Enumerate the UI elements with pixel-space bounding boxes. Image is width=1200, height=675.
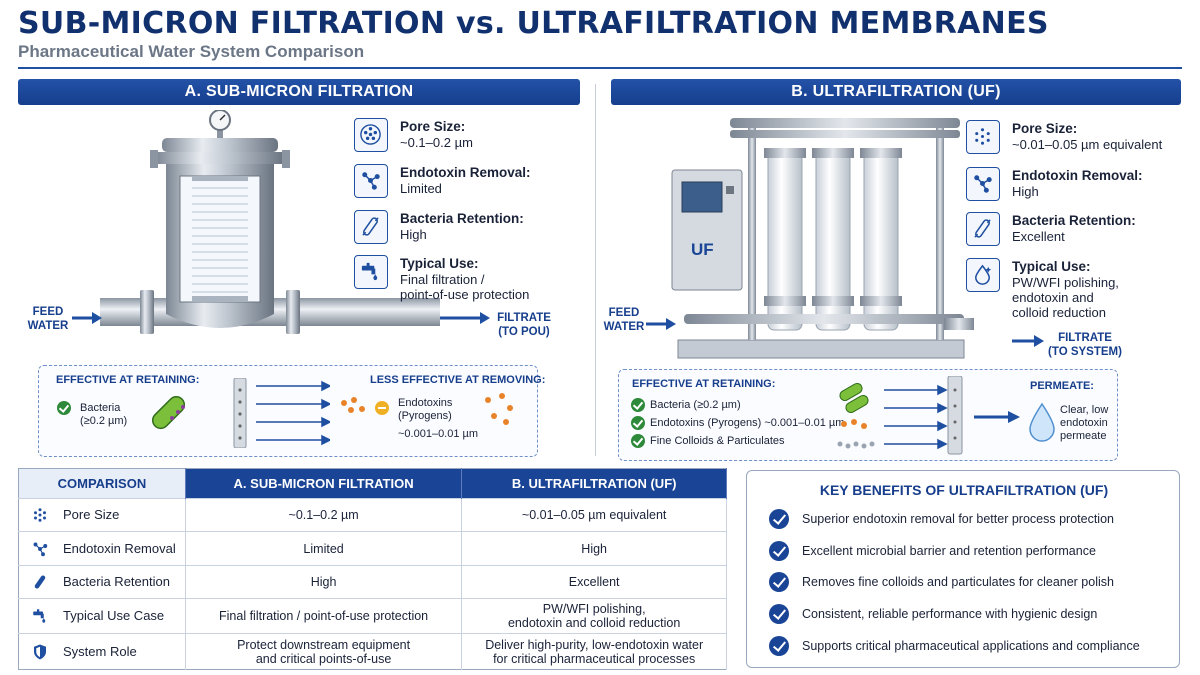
check-icon — [631, 434, 645, 448]
bacteria-icon — [34, 575, 46, 589]
feed-arrow-a — [72, 312, 102, 324]
section-b-heading: B. ULTRAFILTRATION (UF) — [611, 79, 1181, 105]
prop-a-bacteria: Bacteria Retention: High — [354, 210, 584, 250]
less-effective-title-a: LESS EFFECTIVE AT REMOVING: — [370, 374, 546, 386]
bacteria-icon — [354, 210, 388, 244]
table-cell: Protect downstream equipment and critica… — [185, 633, 463, 670]
filtrate-arrow-b — [1012, 335, 1044, 347]
permeate-title: PERMEATE: — [1030, 380, 1094, 392]
filtrate-arrow-a — [440, 312, 490, 324]
permeate-text: Clear, low endotoxin permeate — [1060, 404, 1109, 442]
retain-item-b-3: Fine Colloids & Particulates — [650, 435, 785, 447]
table-row: Typical Use Case Final filtration / poin… — [18, 598, 727, 634]
table-header: COMPARISON — [18, 468, 186, 499]
table-header-row: COMPARISON A. SUB-MICRON FILTRATION B. U… — [18, 468, 727, 499]
check-icon — [631, 416, 645, 430]
molecule-icon — [354, 164, 388, 198]
pore-icon — [34, 508, 46, 522]
row-label: System Role — [18, 633, 186, 670]
shield-icon — [34, 644, 46, 659]
table-cell: Limited — [185, 531, 463, 566]
bacteria-icon — [966, 212, 1000, 246]
check-icon — [769, 572, 789, 592]
table-row: Pore Size ~0.1–0.2 µm ~0.01–0.05 µm equi… — [18, 498, 727, 532]
table-cell: ~0.01–0.05 µm equivalent — [461, 498, 727, 532]
check-icon — [769, 636, 789, 656]
partial-icon — [375, 401, 389, 415]
faucet-icon — [33, 609, 46, 623]
row-label: Bacteria Retention — [18, 565, 186, 599]
comparison-table: COMPARISON A. SUB-MICRON FILTRATION B. U… — [18, 468, 727, 670]
prop-b-bacteria: Bacteria Retention: Excellent — [966, 212, 1181, 252]
retained-contaminants-icon — [837, 383, 875, 449]
title-divider — [18, 67, 1182, 69]
feed-water-label-a: FEED WATER — [27, 306, 69, 332]
prop-b-pore-size: Pore Size: ~0.01–0.05 µm equivalent — [966, 120, 1181, 160]
endotoxin-particles-icon — [341, 397, 365, 413]
bacteria-icon — [151, 396, 186, 430]
uf-badge: UF — [691, 240, 714, 259]
retain-title-b: EFFECTIVE AT RETAINING: — [632, 378, 776, 390]
prop-b-endotoxin: Endotoxin Removal: High — [966, 167, 1181, 207]
molecule-icon — [33, 542, 48, 556]
check-icon — [769, 509, 789, 529]
retain-item-b-2: Endotoxins (Pyrogens) ~0.001–0.01 µm — [650, 417, 845, 429]
row-label: Pore Size — [18, 498, 186, 532]
droplet-icon — [966, 258, 1000, 292]
feed-water-label-b: FEED WATER — [603, 307, 645, 333]
uf-skid-illustration — [671, 118, 974, 359]
pore-icon — [966, 120, 1000, 154]
less-item-a: Endotoxins (Pyrogens) — [398, 397, 453, 422]
row-label: Typical Use Case — [18, 598, 186, 634]
feed-arrow-b — [646, 318, 676, 330]
table-cell: PW/WFI polishing, endotoxin and colloid … — [461, 598, 727, 634]
check-icon — [57, 401, 71, 415]
molecule-icon — [966, 167, 1000, 201]
table-cell: Deliver high-purity, low-endotoxin water… — [461, 633, 727, 670]
page-title: SUB-MICRON FILTRATION vs. ULTRAFILTRATIO… — [18, 6, 1049, 41]
table-cell: Excellent — [461, 565, 727, 599]
membrane-flow-graphic-b — [884, 376, 963, 455]
page-subtitle: Pharmaceutical Water System Comparison — [18, 42, 365, 61]
check-icon — [769, 604, 789, 624]
table-header: A. SUB-MICRON FILTRATION — [185, 468, 463, 499]
table-cell: ~0.1–0.2 µm — [185, 498, 463, 532]
filtrate-label-a: FILTRATE (TO POU) — [497, 312, 551, 338]
cartridge-housing-illustration — [100, 110, 440, 334]
section-a-heading: A. SUB-MICRON FILTRATION — [18, 79, 580, 105]
membrane-flow-graphic-a — [233, 378, 330, 448]
check-icon — [769, 541, 789, 561]
table-row: System Role Protect downstream equipment… — [18, 633, 727, 670]
retain-item-a: Bacteria (≥0.2 µm) — [80, 402, 128, 427]
check-icon — [631, 398, 645, 412]
prop-a-typical-use: Typical Use: Final filtration / point-of… — [354, 255, 584, 305]
benefits-heading: KEY BENEFITS OF ULTRAFILTRATION (UF) — [819, 482, 1109, 498]
permeate-arrow — [974, 411, 1020, 423]
faucet-icon — [354, 255, 388, 289]
section-divider — [595, 84, 596, 456]
key-benefits-panel: KEY BENEFITS OF ULTRAFILTRATION (UF) Sup… — [746, 470, 1180, 668]
table-row: Bacteria Retention High Excellent — [18, 565, 727, 599]
retain-item-b-1: Bacteria (≥0.2 µm) — [650, 399, 741, 411]
pore-icon — [354, 118, 388, 152]
retention-box-a — [38, 365, 538, 457]
prop-a-pore-size: Pore Size: ~0.1–0.2 µm — [354, 118, 584, 158]
less-size-a: ~0.001–0.01 µm — [398, 428, 479, 440]
table-row: Endotoxin Removal Limited High — [18, 531, 727, 566]
table-cell: High — [461, 531, 727, 566]
endotoxin-particles-icon — [485, 393, 513, 425]
prop-a-endotoxin: Endotoxin Removal: Limited — [354, 164, 584, 204]
water-droplet-icon — [1029, 402, 1055, 442]
table-cell: Final filtration / point-of-use protecti… — [185, 598, 463, 634]
row-label: Endotoxin Removal — [18, 531, 186, 566]
table-header: B. ULTRAFILTRATION (UF) — [461, 468, 727, 499]
filtrate-label-b: FILTRATE (TO SYSTEM) — [1048, 332, 1122, 358]
retain-title-a: EFFECTIVE AT RETAINING: — [56, 374, 200, 386]
prop-b-typical-use: Typical Use: PW/WFI polishing, endotoxin… — [966, 258, 1181, 322]
table-cell: High — [185, 565, 463, 599]
